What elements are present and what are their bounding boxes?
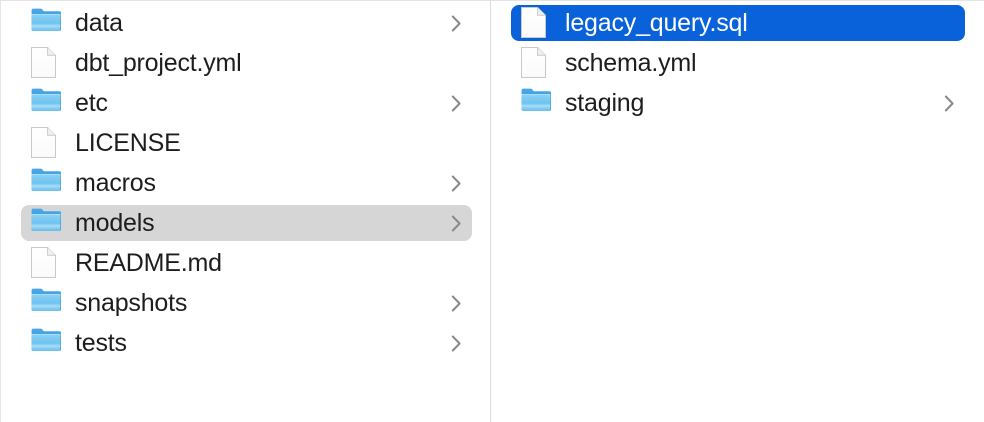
document-icon — [521, 7, 551, 39]
folder-row[interactable]: macros — [21, 165, 472, 201]
item-name-label: staging — [565, 89, 645, 117]
chevron-right-icon — [939, 95, 959, 112]
folder-icon — [521, 87, 551, 119]
chevron-right-icon — [446, 335, 466, 352]
folder-icon — [31, 327, 61, 359]
item-name-label: README.md — [75, 249, 222, 277]
document-icon — [31, 127, 61, 159]
item-name-label: schema.yml — [565, 49, 697, 77]
item-name-label: macros — [75, 169, 156, 197]
item-name-label: snapshots — [75, 289, 188, 317]
item-name-label: data — [75, 9, 123, 37]
folder-row[interactable]: tests — [21, 325, 472, 361]
chevron-right-icon — [446, 215, 466, 232]
file-row[interactable]: legacy_query.sql — [511, 5, 965, 41]
item-name-label: dbt_project.yml — [75, 49, 242, 77]
chevron-right-icon — [446, 15, 466, 32]
item-name-label: models — [75, 209, 155, 237]
file-row[interactable]: LICENSE — [21, 125, 472, 161]
folder-row[interactable]: models — [21, 205, 472, 241]
folder-icon — [31, 87, 61, 119]
folder-icon — [31, 7, 61, 39]
chevron-right-icon — [446, 295, 466, 312]
folder-row[interactable]: snapshots — [21, 285, 472, 321]
chevron-right-icon — [446, 95, 466, 112]
folder-row[interactable]: data — [21, 5, 472, 41]
folder-icon — [31, 207, 61, 239]
finder-column-child[interactable]: legacy_query.sql schema.yml staging — [491, 1, 984, 422]
item-name-label: legacy_query.sql — [565, 9, 748, 37]
item-name-label: LICENSE — [75, 129, 181, 157]
document-icon — [31, 247, 61, 279]
folder-icon — [31, 167, 61, 199]
item-name-label: tests — [75, 329, 127, 357]
file-row[interactable]: dbt_project.yml — [21, 45, 472, 81]
folder-icon — [31, 287, 61, 319]
folder-row[interactable]: etc — [21, 85, 472, 121]
document-icon — [31, 47, 61, 79]
document-icon — [521, 47, 551, 79]
chevron-right-icon — [446, 175, 466, 192]
file-row[interactable]: schema.yml — [511, 45, 965, 81]
file-row[interactable]: README.md — [21, 245, 472, 281]
folder-row[interactable]: staging — [511, 85, 965, 121]
item-name-label: etc — [75, 89, 108, 117]
